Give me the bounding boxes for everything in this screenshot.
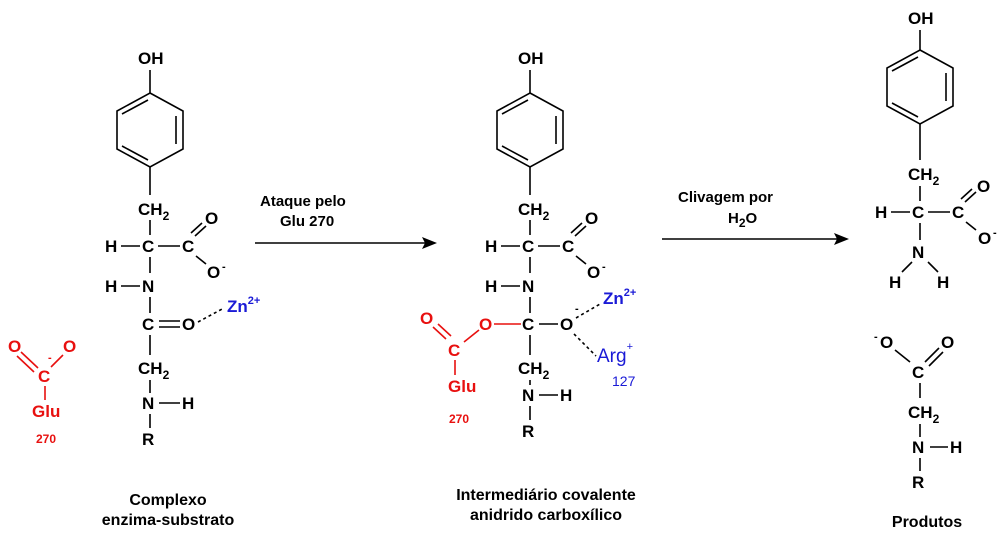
ch2-label-4: CH2 (518, 359, 550, 382)
gly-r-group-label: R (912, 473, 924, 492)
product-tyrosine: OH CH2 H C C O O - N H H (875, 9, 997, 292)
arrow2-label-line1: Clivagem por (678, 189, 773, 206)
carboxylate-oxygen-label-2: O (587, 263, 600, 282)
arrow-head-2 (834, 233, 849, 245)
r-group-label-2: R (522, 422, 534, 441)
product-glycine-derivative: O - C O CH2 N H R (874, 331, 962, 492)
benzene-ring (116, 92, 184, 168)
ch2-label-6: CH2 (908, 403, 940, 426)
glu-carbon-label-2: C (448, 341, 460, 360)
molecule-intermediate: OH CH2 H C C O O - H N C O - Zn2+ Arg+ 1… (420, 49, 636, 441)
caption-intermediate-line1: Intermediário covalente (456, 487, 636, 504)
amine-h-right: H (937, 273, 949, 292)
benzene-ring-3 (886, 49, 954, 125)
caption-complex-line2: enzima-substrato (102, 512, 235, 529)
arrow1-label-line2: Glu 270 (280, 213, 334, 230)
charge-minus-2: - (602, 261, 606, 273)
gly-carbon-label: C (912, 363, 924, 382)
anhydride-oxygen-label: O (479, 315, 492, 334)
molecule-complex: OH CH2 H C C O O - H N C O Zn2+ CH2 N (105, 49, 260, 449)
glu-number: 270 (36, 432, 56, 446)
benzene-ring-2 (496, 92, 564, 168)
gly-oxygen-left: O (880, 333, 893, 352)
carbonyl-oxygen-label-3: O (977, 177, 990, 196)
glu-carbon-label: C (38, 367, 50, 386)
amine-h-label-2: H (560, 386, 572, 405)
arrow1-label-line1: Ataque pelo (260, 193, 346, 210)
carbonyl-oxygen-label-2: O (585, 209, 598, 228)
amide-oxygen-label: O (182, 315, 195, 334)
gly-nitrogen-label: N (912, 438, 924, 457)
glu-oxygen-left: O (8, 337, 21, 356)
amide-h-label-2: H (485, 277, 497, 296)
arginine-label: Arg+ (597, 341, 633, 367)
charge-minus-3: - (993, 227, 997, 239)
arrow-attack: Ataque pelo Glu 270 (255, 193, 437, 249)
glu270-carboxylate: O C O - Glu 270 (8, 337, 76, 446)
arrow-cleavage: Clivagem por H2O (662, 189, 849, 245)
ch2-label-2: CH2 (138, 359, 170, 382)
captions: Complexo enzima-substrato Intermediário … (102, 487, 962, 531)
glu-carbonyl-oxygen-label: O (420, 309, 433, 328)
caption-products: Produtos (892, 514, 962, 531)
gly-charge-minus: - (874, 331, 878, 343)
alpha-carbon-label-2: C (522, 237, 534, 256)
alpha-h-label-3: H (875, 203, 887, 222)
amine-h-label: H (182, 394, 194, 413)
carboxylate-oxygen-label-3: O (978, 229, 991, 248)
alpha-h-label-2: H (485, 237, 497, 256)
glu-label: Glu (32, 402, 60, 421)
amide-nitrogen-label: N (142, 277, 154, 296)
carbonyl-oxygen-label: O (205, 209, 218, 228)
carboxylate-oxygen-label: O (207, 263, 220, 282)
hydroxyl-label-2: OH (518, 49, 544, 68)
carboxylate-carbon-label-3: C (952, 203, 964, 222)
carboxylate-carbon-label-2: C (562, 237, 574, 256)
glu-number-2: 270 (449, 412, 469, 426)
ch2-label-3: CH2 (518, 200, 550, 223)
hydroxyl-label-3: OH (908, 9, 934, 28)
amide-carbon-label: C (142, 315, 154, 334)
caption-intermediate-line2: anidrido carboxílico (470, 507, 622, 524)
glu-charge-minus: - (48, 352, 52, 364)
tetrahedral-carbon-label: C (522, 315, 534, 334)
amine-nitrogen-label-3: N (912, 243, 924, 262)
arrow-head (422, 237, 437, 249)
caption-complex-line1: Complexo (129, 492, 207, 509)
amine-nitrogen-label: N (142, 394, 154, 413)
oxyanion-label: O (560, 315, 573, 334)
ch2-label-5: CH2 (908, 165, 940, 188)
hydroxyl-label: OH (138, 49, 164, 68)
alpha-carbon-label: C (142, 237, 154, 256)
amide-nitrogen-label-2: N (522, 277, 534, 296)
arginine-number: 127 (612, 373, 636, 389)
amine-nitrogen-label-2: N (522, 386, 534, 405)
gly-h-label: H (950, 438, 962, 457)
zinc-label: Zn2+ (227, 295, 260, 316)
amide-h-label: H (105, 277, 117, 296)
glu-oxygen-right: O (63, 337, 76, 356)
glu-label-2: Glu (448, 377, 476, 396)
zinc-label-2: Zn2+ (603, 287, 636, 308)
oxyanion-charge: - (575, 303, 579, 315)
alpha-carbon-label-3: C (912, 203, 924, 222)
ch2-label: CH2 (138, 200, 170, 223)
amine-h-left: H (889, 273, 901, 292)
gly-oxygen-right: O (941, 333, 954, 352)
charge-minus: - (222, 261, 226, 273)
arrow2-label-line2: H2O (728, 210, 758, 230)
alpha-h-label: H (105, 237, 117, 256)
r-group-label: R (142, 430, 154, 449)
carboxylate-carbon-label: C (182, 237, 194, 256)
